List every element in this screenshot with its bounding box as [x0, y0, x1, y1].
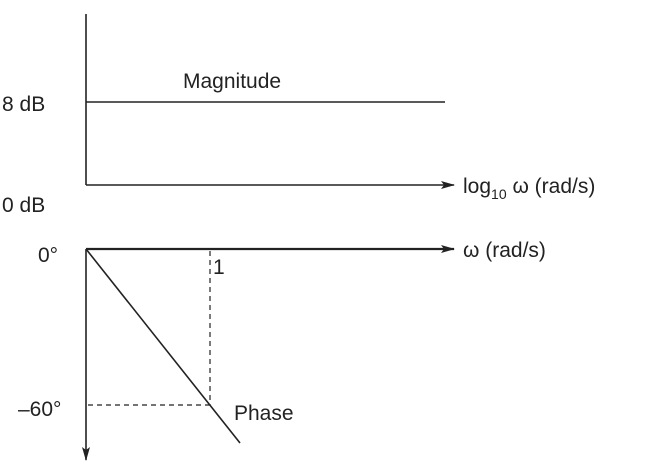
phase-tick-minus60: –60° — [18, 398, 61, 421]
magnitude-label: Magnitude — [183, 70, 281, 93]
phase-x-tick-1: 1 — [213, 256, 225, 279]
phase-line — [85, 248, 241, 444]
phase-tick-zero: 0° — [38, 244, 58, 267]
magnitude-tick-8db: 8 dB — [2, 93, 45, 116]
magnitude-x-axis-label: log10 ω (rad/s) — [463, 175, 595, 202]
phase-label: Phase — [234, 402, 294, 425]
magnitude-tick-0db: 0 dB — [2, 194, 45, 217]
phase-x-axis-label: ω (rad/s) — [463, 239, 546, 262]
